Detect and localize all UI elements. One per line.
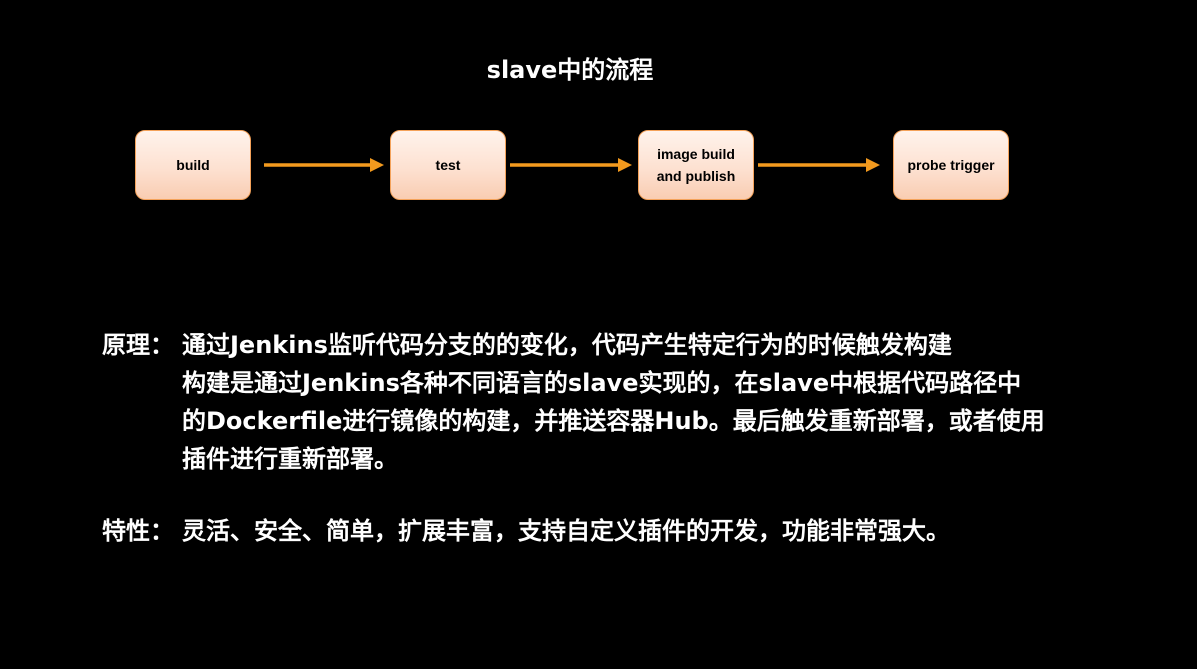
arrowhead-test-to-image [618, 158, 632, 172]
features-label: 特性： [102, 517, 174, 545]
step-image-build-publish-label: image build and publish [656, 146, 736, 184]
arrowhead-image-to-probe [866, 158, 880, 172]
step-image-build-publish: image build and publish [638, 130, 754, 200]
features-text: 灵活、安全、简单，扩展丰富，支持自定义插件的开发，功能非常强大。 [182, 517, 950, 545]
step-build: build [135, 130, 251, 200]
step-test: test [390, 130, 506, 200]
principle-label: 原理： [102, 331, 174, 359]
principle-text: 通过Jenkins监听代码分支的的变化，代码产生特定行为的时候触发构建 构建是通… [182, 331, 1045, 473]
step-test-label: test [435, 157, 461, 173]
step-build-label: build [176, 157, 210, 173]
step-probe-trigger-label: probe trigger [907, 157, 995, 173]
diagram-title: slave中的流程 [486, 56, 654, 84]
arrowhead-build-to-test [370, 158, 384, 172]
step-probe-trigger: probe trigger [893, 130, 1009, 200]
